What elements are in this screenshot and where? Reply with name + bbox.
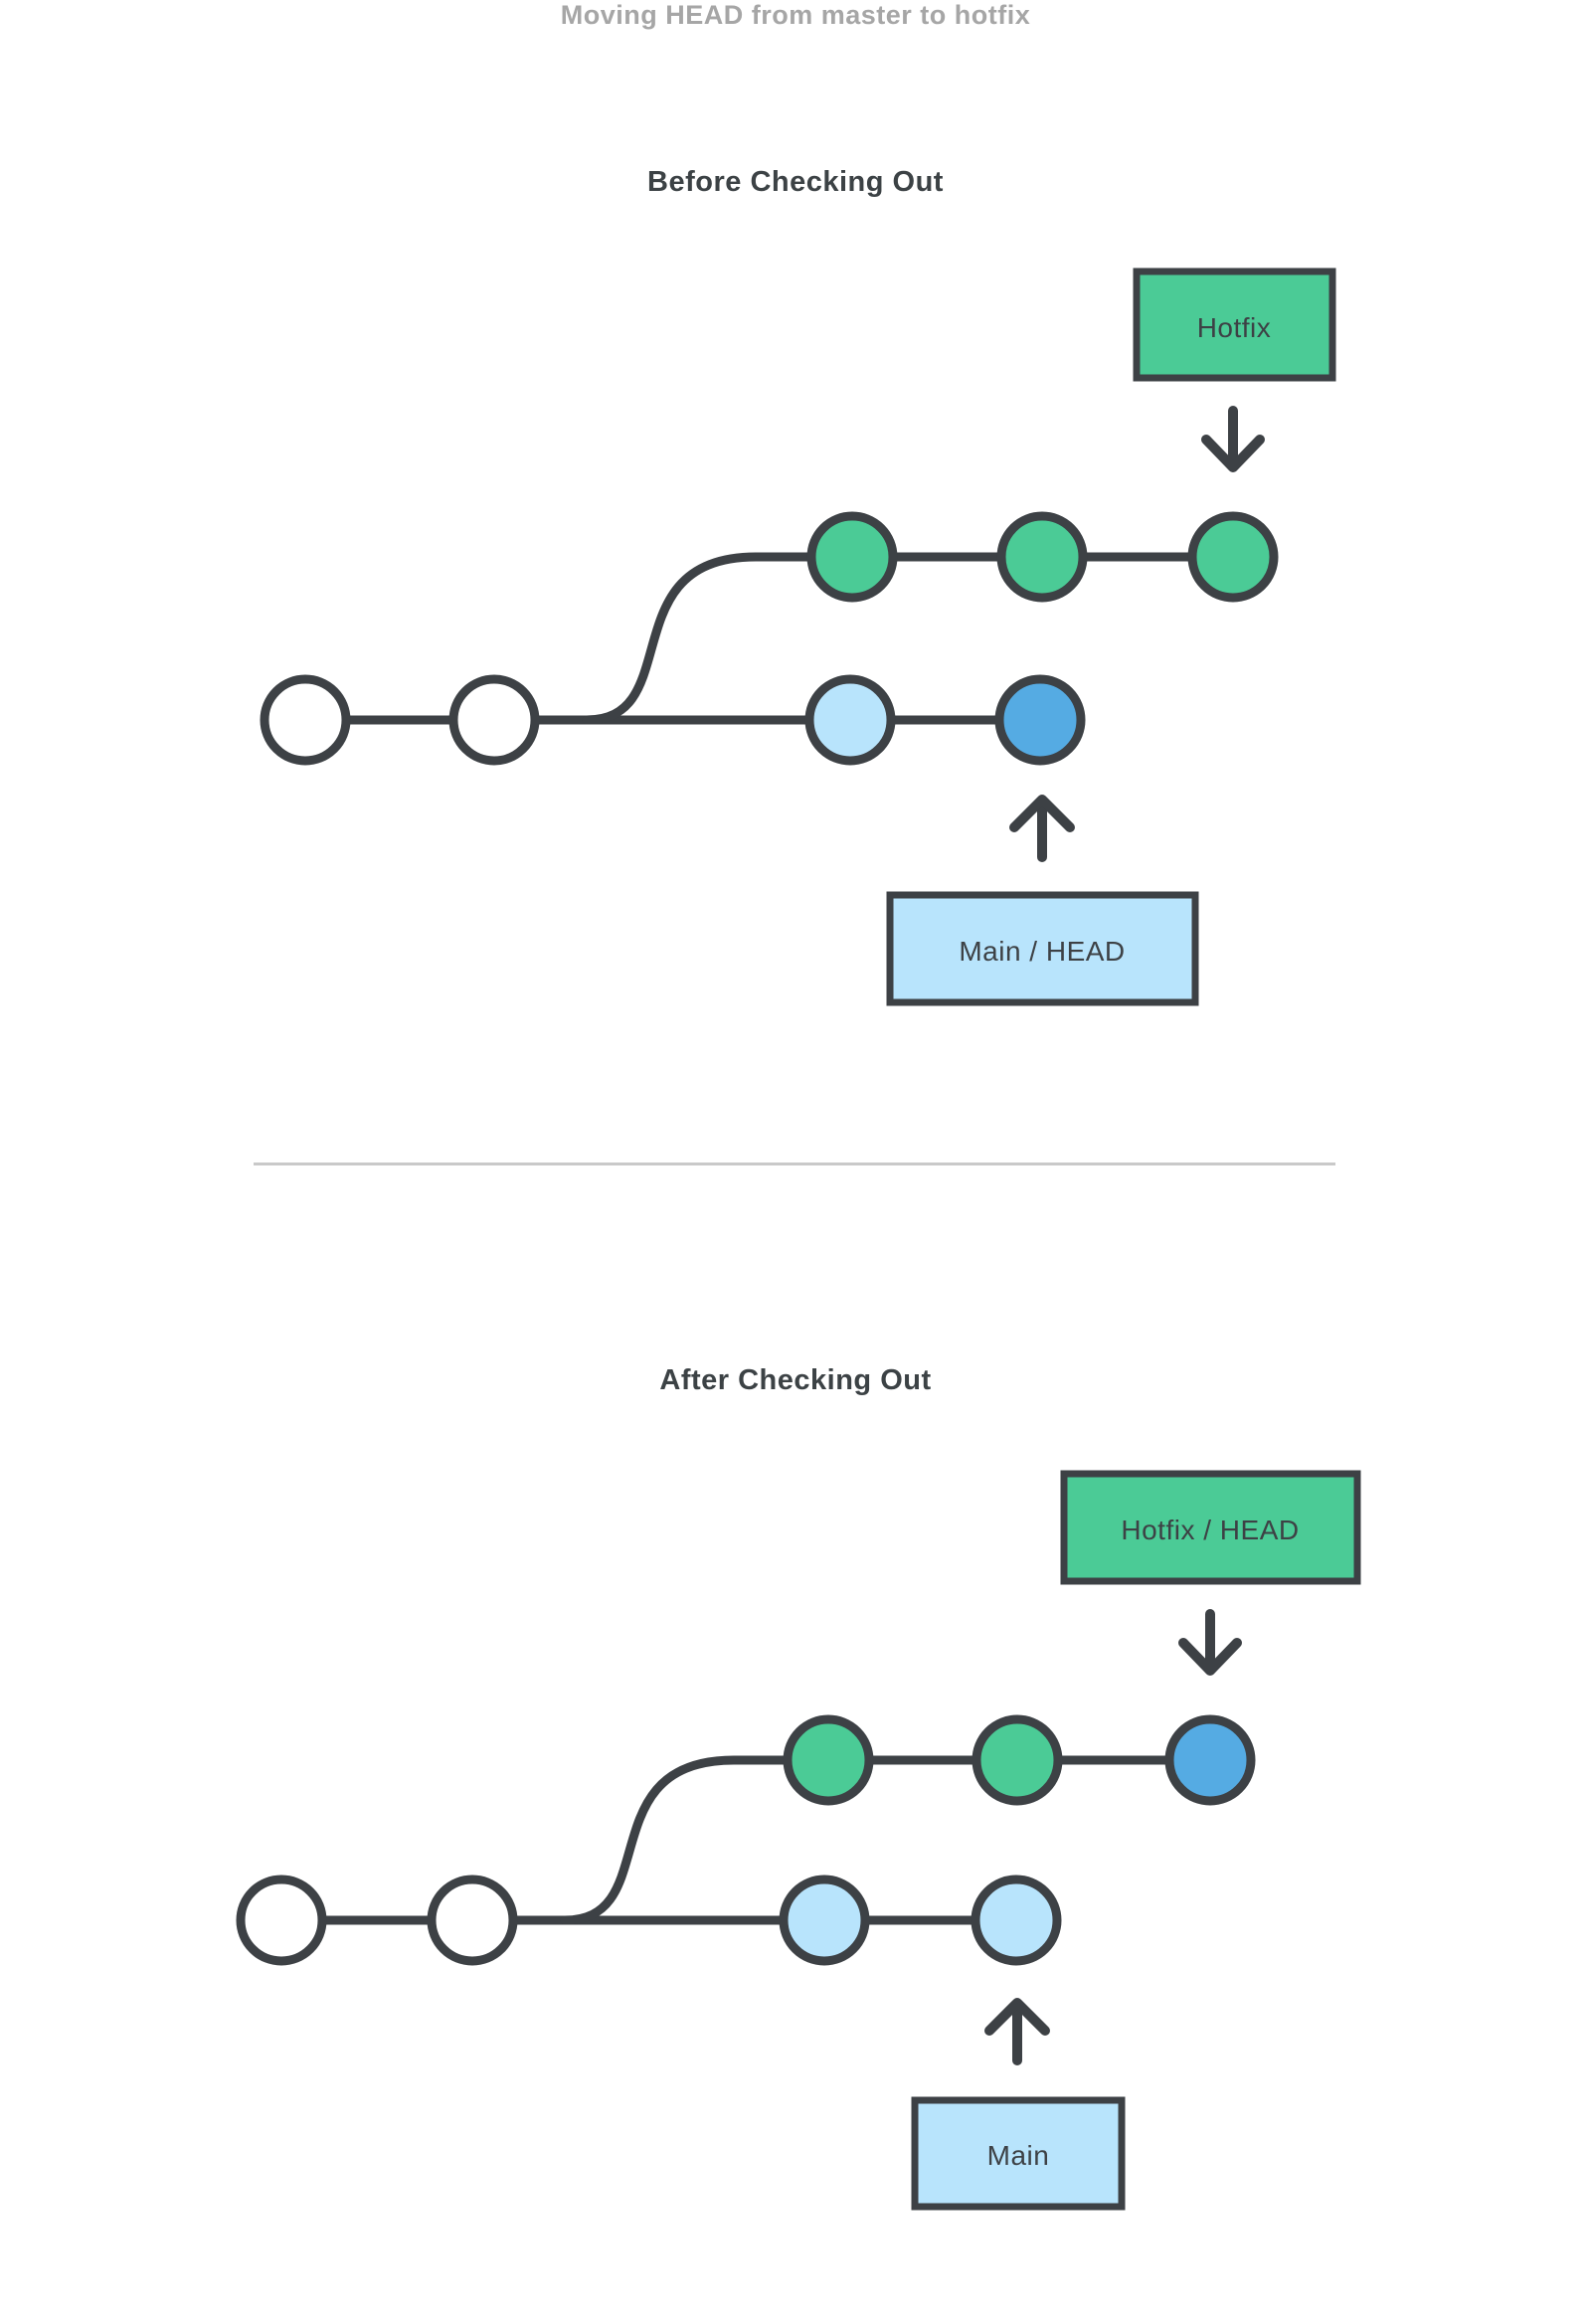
before-main-commit-2: [448, 674, 540, 766]
page-title: Moving HEAD from master to hotfix: [560, 0, 1031, 30]
arrow-head: [984, 1998, 1050, 2036]
before-hotfix-commit-1: [806, 511, 898, 603]
before-main-label: Main / HEAD: [959, 936, 1125, 967]
before-up-arrow-icon: [1009, 795, 1075, 862]
before-hotfix-branch-line: [582, 552, 1238, 725]
after-hotfix-commit-2: [972, 1714, 1063, 1806]
after-hotfix-label-box: [1060, 1470, 1361, 1585]
before-commit-nodes: [260, 511, 1279, 766]
after-main-commit-4: [971, 1875, 1062, 1966]
before-section-heading: Before Checking Out: [647, 166, 944, 198]
after-section-heading: After Checking Out: [659, 1364, 932, 1396]
after-main-commit-3: [779, 1875, 870, 1966]
before-main-label-box: [886, 891, 1199, 1006]
after-branch-lines: [276, 1755, 1215, 1925]
after-graph: Hotfix / HEAD Main: [236, 1470, 1361, 2211]
after-down-arrow-icon: [1178, 1609, 1242, 1676]
arrow-head: [1201, 435, 1265, 472]
before-down-arrow-icon: [1201, 406, 1265, 472]
before-main-commit-1: [260, 674, 351, 766]
after-commit-nodes: [236, 1714, 1256, 1966]
after-hotfix-commit-3-head: [1164, 1714, 1256, 1806]
after-up-arrow-icon: [984, 1998, 1050, 2065]
after-hotfix-label: Hotfix / HEAD: [1121, 1515, 1299, 1545]
before-graph: Hotfix Main / HEAD: [260, 268, 1336, 1006]
before-hotfix-label-box: [1133, 268, 1336, 382]
before-hotfix-commit-2: [996, 511, 1088, 603]
after-hotfix-branch-line: [560, 1755, 1215, 1925]
after-main-commit-2: [427, 1875, 518, 1966]
before-main-commit-3: [804, 674, 896, 766]
before-main-commit-4-head: [994, 674, 1086, 766]
section-divider: [254, 1162, 1335, 1165]
after-main-label-box: [911, 2096, 1126, 2211]
after-hotfix-commit-1: [783, 1714, 874, 1806]
before-hotfix-label: Hotfix: [1197, 312, 1272, 343]
before-hotfix-commit-3: [1187, 511, 1279, 603]
after-main-label: Main: [987, 2140, 1050, 2171]
before-branch-lines: [300, 552, 1238, 725]
arrow-head: [1009, 795, 1075, 832]
arrow-head: [1178, 1638, 1242, 1676]
after-main-commit-1: [236, 1875, 327, 1966]
